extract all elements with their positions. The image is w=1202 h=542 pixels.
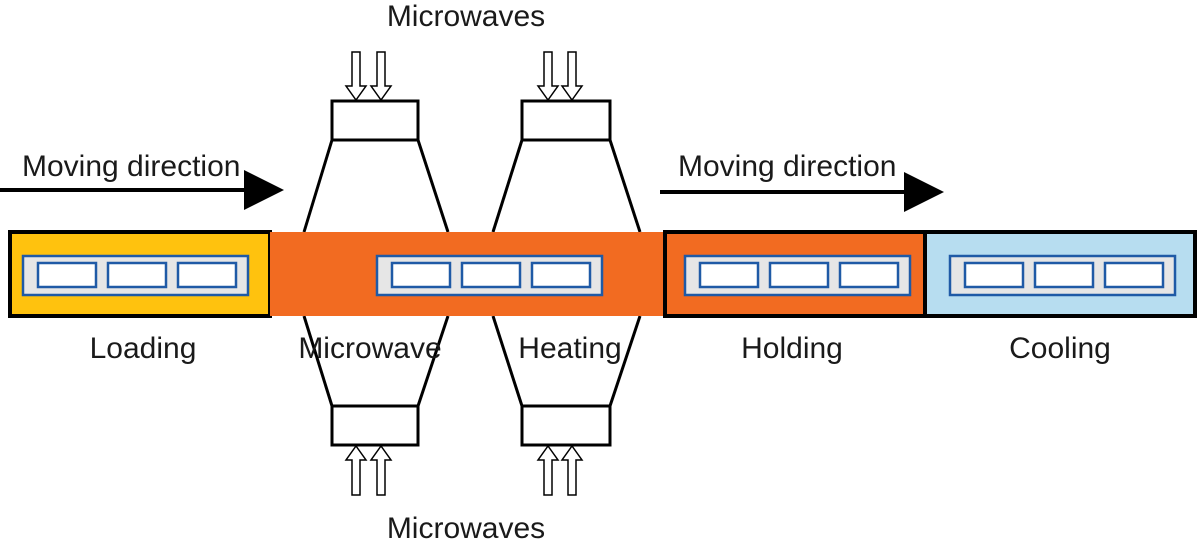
food-tray: [698, 261, 760, 289]
microwave-arrow-icon: [560, 51, 584, 102]
holding-label: Holding: [741, 332, 843, 365]
microwave-arrow-icon: [344, 444, 368, 496]
microwave-arrow-icon: [369, 444, 393, 496]
top-waveguide-1: [330, 99, 420, 142]
food-tray: [390, 261, 452, 289]
microwave-arrow-icon: [536, 444, 560, 496]
product-carrier: [375, 254, 604, 297]
loading-label: Loading: [90, 332, 197, 365]
moving-direction-left-label: Moving direction: [22, 150, 240, 183]
food-tray: [460, 261, 522, 289]
food-tray: [176, 261, 238, 289]
microwave-horns: [302, 99, 642, 447]
microwave-arrow-icon: [560, 444, 584, 496]
product-carrier: [21, 254, 250, 297]
bottom-waveguide-1: [330, 404, 420, 447]
microwave-arrow-icon: [344, 51, 368, 102]
microwaves-top-label: Microwaves: [387, 0, 545, 33]
food-tray: [963, 261, 1025, 289]
moving-direction-right-label: Moving direction: [678, 150, 896, 183]
microwave-label: Microwave: [298, 332, 441, 365]
microwaves-bottom-label: Microwaves: [387, 512, 545, 542]
cooling-label: Cooling: [1009, 332, 1111, 365]
food-tray: [36, 261, 98, 289]
top-waveguide-2: [520, 99, 612, 142]
product-carrier: [948, 254, 1177, 297]
food-tray: [838, 261, 900, 289]
microwave-arrow-icon: [536, 51, 560, 102]
food-tray: [530, 261, 592, 289]
heating-label: Heating: [518, 332, 621, 365]
bottom-waveguide-2: [520, 404, 612, 447]
product-carrier: [683, 254, 912, 297]
food-tray: [768, 261, 830, 289]
food-tray: [1033, 261, 1095, 289]
food-tray: [1103, 261, 1165, 289]
microwave-arrow-icon: [369, 51, 393, 102]
food-tray: [106, 261, 168, 289]
